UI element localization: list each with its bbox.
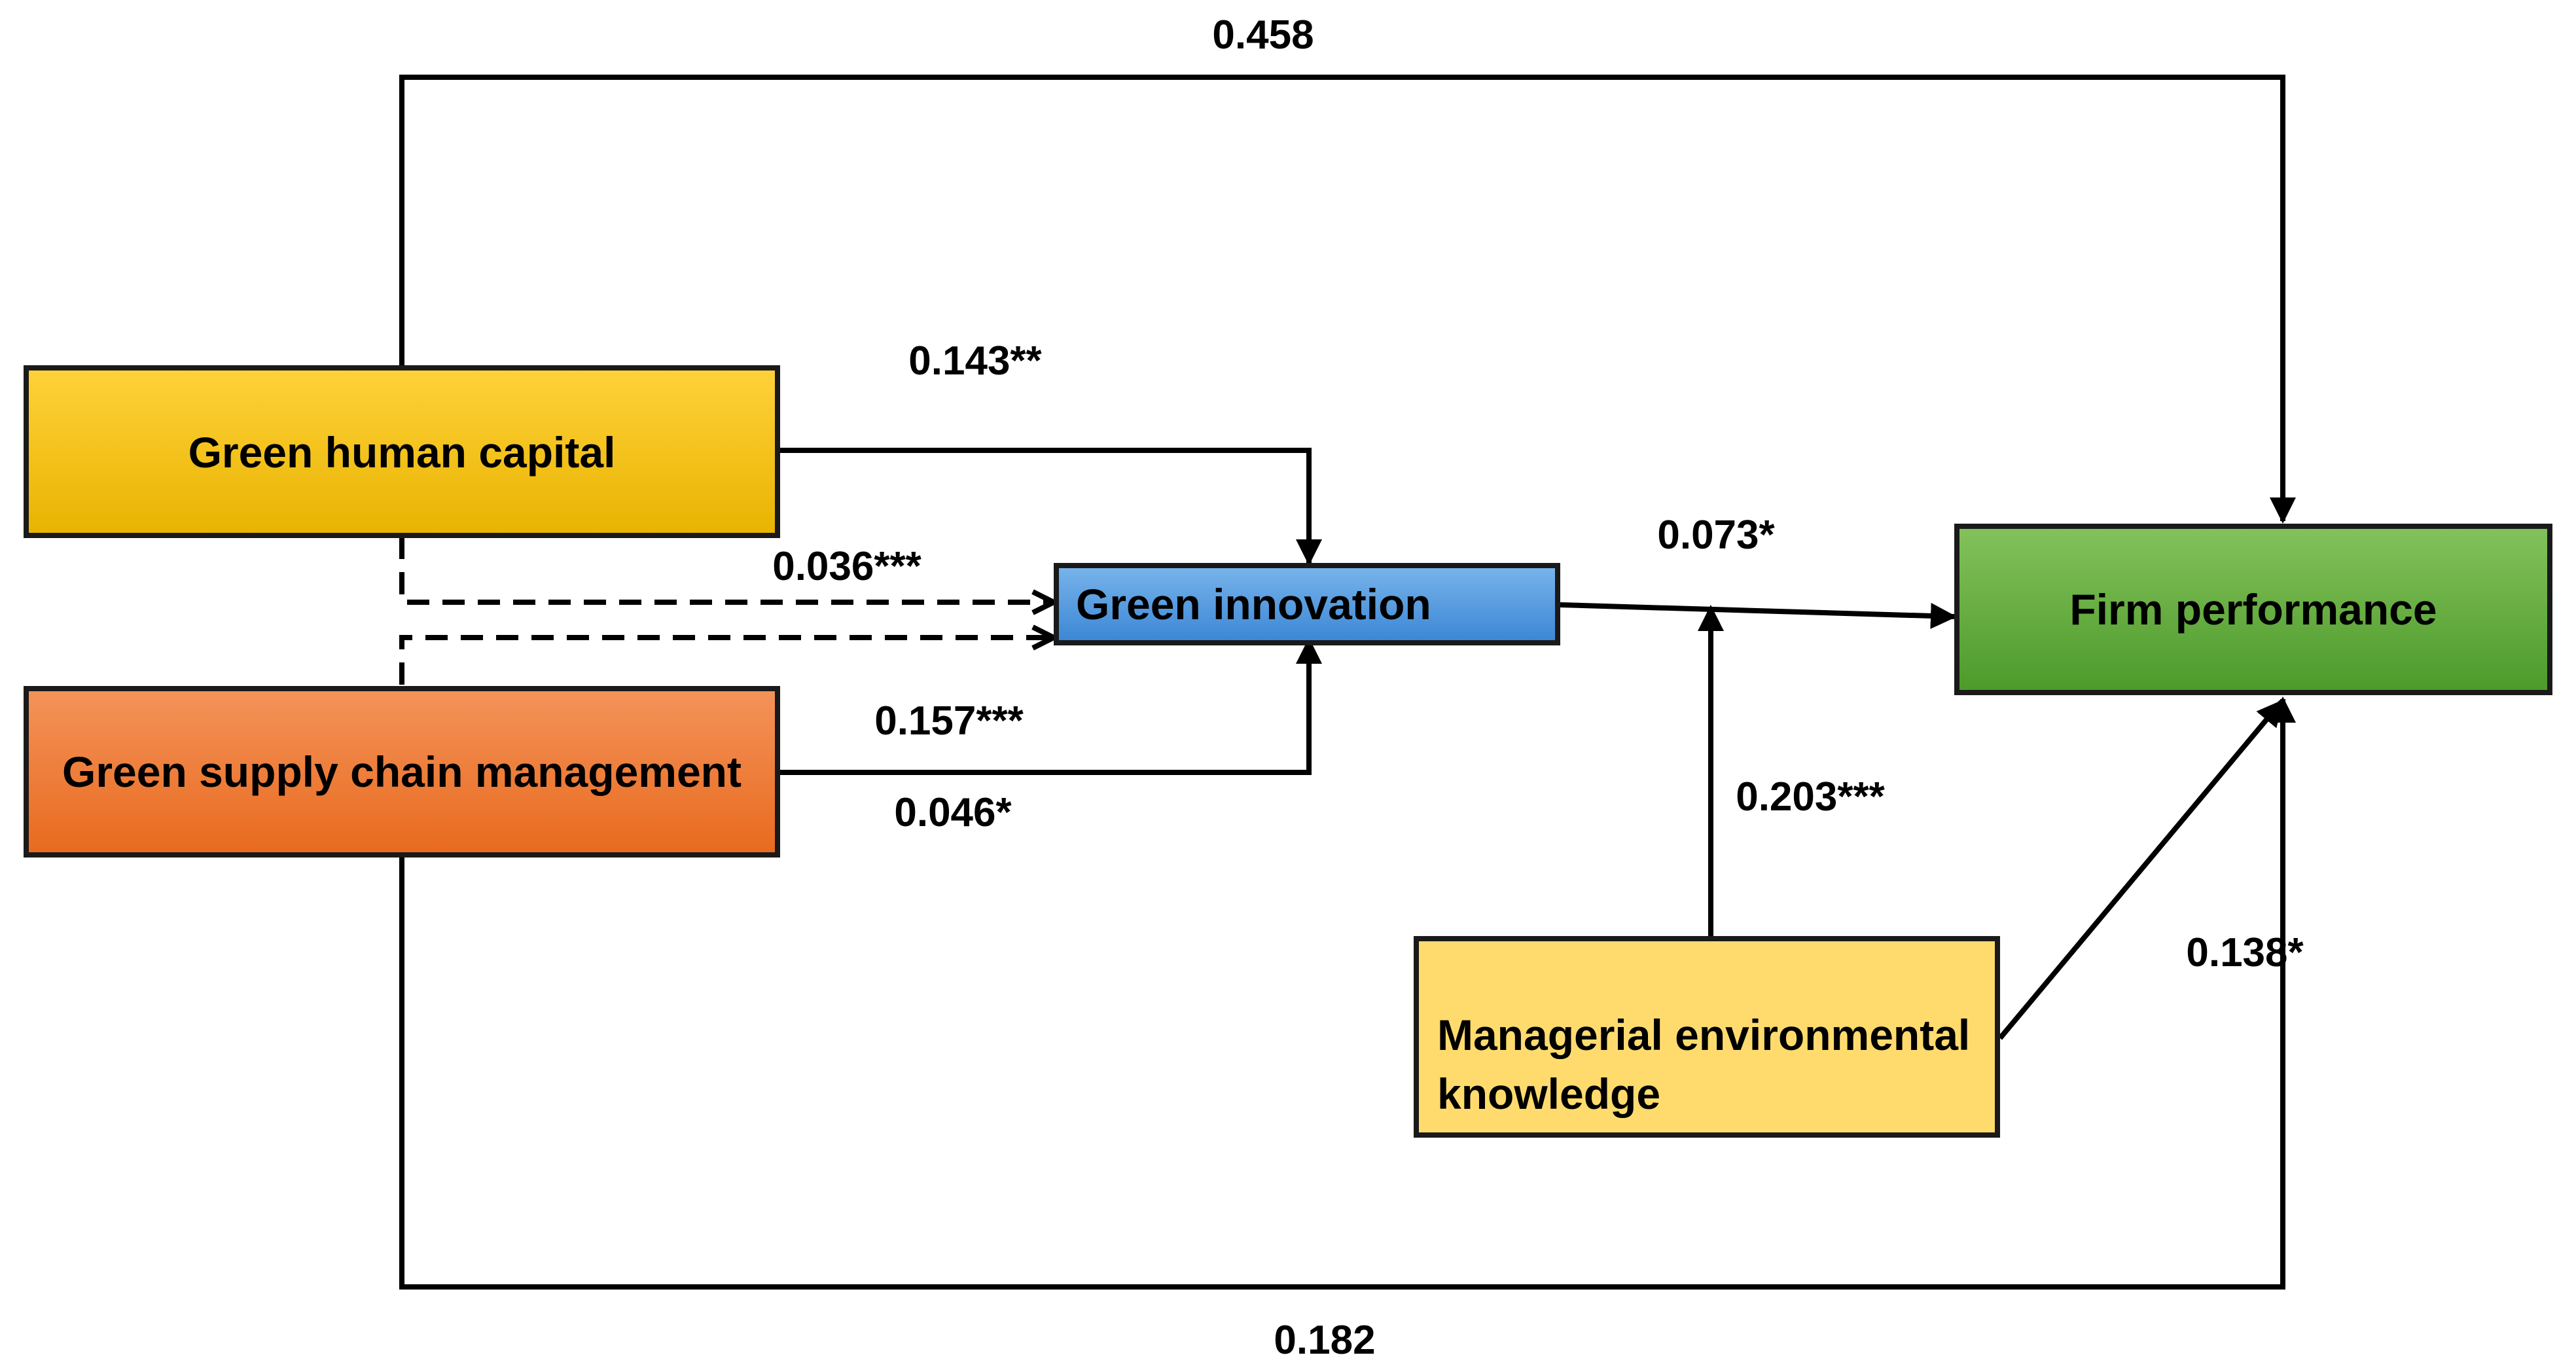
coef-ghc-to-firm-performance: 0.458: [1212, 12, 1314, 58]
node-label-line-2: knowledge: [1437, 1070, 1660, 1118]
node-label: Green supply chain management: [62, 748, 742, 796]
node-label: Green human capital: [188, 428, 616, 477]
node-firm-performance: Firm performance: [1954, 524, 2552, 695]
path-ghc-to-green-innovation: [778, 448, 1322, 566]
node-label-line-1: Managerial environmental: [1437, 1011, 1970, 1059]
coef-gscm-to-green-innovation: 0.157***: [874, 698, 1024, 744]
node-green-human-capital: Green human capital: [24, 365, 780, 538]
coef-mek-to-firm-performance: 0.138*: [2186, 930, 2304, 975]
node-managerial-environmental-knowledge: Managerial environmental knowledge: [1414, 936, 2000, 1138]
coef-gscm-indirect: 0.046*: [894, 790, 1012, 835]
coef-ghc-indirect: 0.036***: [772, 544, 921, 589]
path-gscm-to-firm-performance: [399, 696, 2296, 1290]
dashed-path-ghc-indirect: [399, 537, 1054, 602]
path-green-innovation-to-firm-performance: [1560, 602, 1957, 629]
path-mek-to-firm-performance: [1997, 699, 2284, 1040]
path-gscm-to-green-innovation: [778, 638, 1322, 775]
node-label: Green innovation: [1076, 580, 1431, 628]
coef-mek-moderation: 0.203***: [1736, 774, 1885, 820]
path-ghc-to-firm-performance: [399, 75, 2296, 524]
node-green-innovation: Green innovation: [1054, 563, 1560, 645]
node-label: Firm performance: [2069, 585, 2437, 634]
coef-ghc-to-green-innovation: 0.143**: [908, 338, 1042, 384]
dashed-path-gscm-indirect: [399, 638, 1054, 685]
coef-gscm-to-firm-performance: 0.182: [1274, 1318, 1375, 1363]
node-green-supply-chain-management: Green supply chain management: [24, 686, 780, 858]
coef-green-innovation-to-firm-performance: 0.073*: [1657, 513, 1775, 558]
